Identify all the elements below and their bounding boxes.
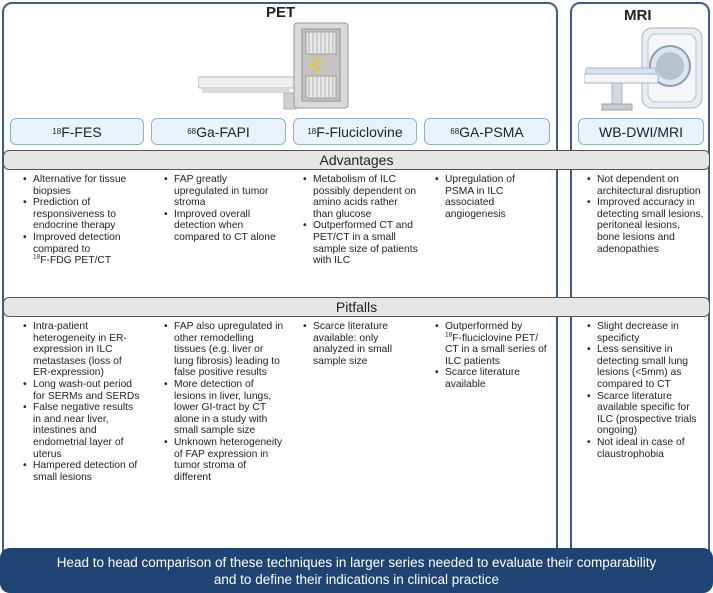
mri-title: MRI (624, 7, 652, 24)
list-item: Improved overall detection when compared… (163, 209, 283, 244)
tracer-wb-dwi-mri: WB-DWI/MRI (578, 118, 704, 145)
list-item: Less sensitive in detecting small lung l… (586, 344, 704, 390)
list-item: False negative results in and near liver… (22, 402, 142, 460)
list-item: Unknown heterogeneity of FAP expression … (163, 437, 285, 483)
list-item: Outperformed CT and PET/CT in a small sa… (302, 220, 419, 266)
advantages-fluciclovine: Metabolism of ILC possibly dependent on … (302, 174, 419, 267)
list-item: FAP also upregulated in other remodellin… (163, 321, 285, 379)
conclusion-line-2: and to define their indications in clini… (213, 571, 500, 587)
list-item: Alternative for tissue biopsies (22, 174, 142, 197)
advantages-psma: Upregulation of PSMA in ILC associated a… (434, 174, 546, 220)
list-item: Scarce literature available (434, 367, 550, 390)
list-item: More detection of lesions in liver, lung… (163, 379, 285, 437)
pitfalls-fluciclovine: Scarce literature available: only analyz… (302, 321, 419, 367)
list-item: Not ideal in case of claustrophobia (586, 437, 704, 460)
advantages-mri: Not dependent on architectural disruptio… (586, 174, 704, 255)
pet-scanner-icon (198, 22, 349, 110)
pitfalls-mri: Slight decrease in specificty Less sensi… (586, 321, 704, 460)
list-item: FAP greatly upregulated in tumor stroma (163, 174, 283, 209)
list-item: Upregulation of PSMA in ILC associated a… (434, 174, 546, 220)
list-item: Scarce literature available specific for… (586, 391, 704, 437)
mri-scanner-icon (584, 27, 703, 111)
advantages-bar: Advantages (3, 150, 710, 170)
list-item: Not dependent on architectural disruptio… (586, 174, 704, 197)
pitfalls-fapi: FAP also upregulated in other remodellin… (163, 321, 285, 483)
advantages-fes: Alternative for tissue biopsies Predicti… (22, 174, 142, 267)
list-item: Slight decrease in specificty (586, 321, 704, 344)
pitfalls-fes: Intra-patient heterogeneity in ER-expres… (22, 321, 142, 483)
advantages-fapi: FAP greatly upregulated in tumor stroma … (163, 174, 283, 244)
pet-title: PET (266, 4, 296, 21)
list-item: Metabolism of ILC possibly dependent on … (302, 174, 419, 220)
list-item: Intra-patient heterogeneity in ER-expres… (22, 321, 142, 379)
list-item: Improved accuracy in detecting small les… (586, 197, 704, 255)
list-item: Scarce literature available: only analyz… (302, 321, 419, 367)
conclusion-banner: Head to head comparison of these techniq… (0, 548, 713, 593)
list-item: Long wash-out period for SERMs and SERDs (22, 379, 142, 402)
list-item: Hampered detection of small lesions (22, 460, 142, 483)
list-item: Prediction of responsiveness to endocrin… (22, 197, 142, 232)
pitfalls-bar: Pitfalls (3, 297, 710, 317)
conclusion-line-1: Head to head comparison of these techniq… (56, 554, 657, 570)
